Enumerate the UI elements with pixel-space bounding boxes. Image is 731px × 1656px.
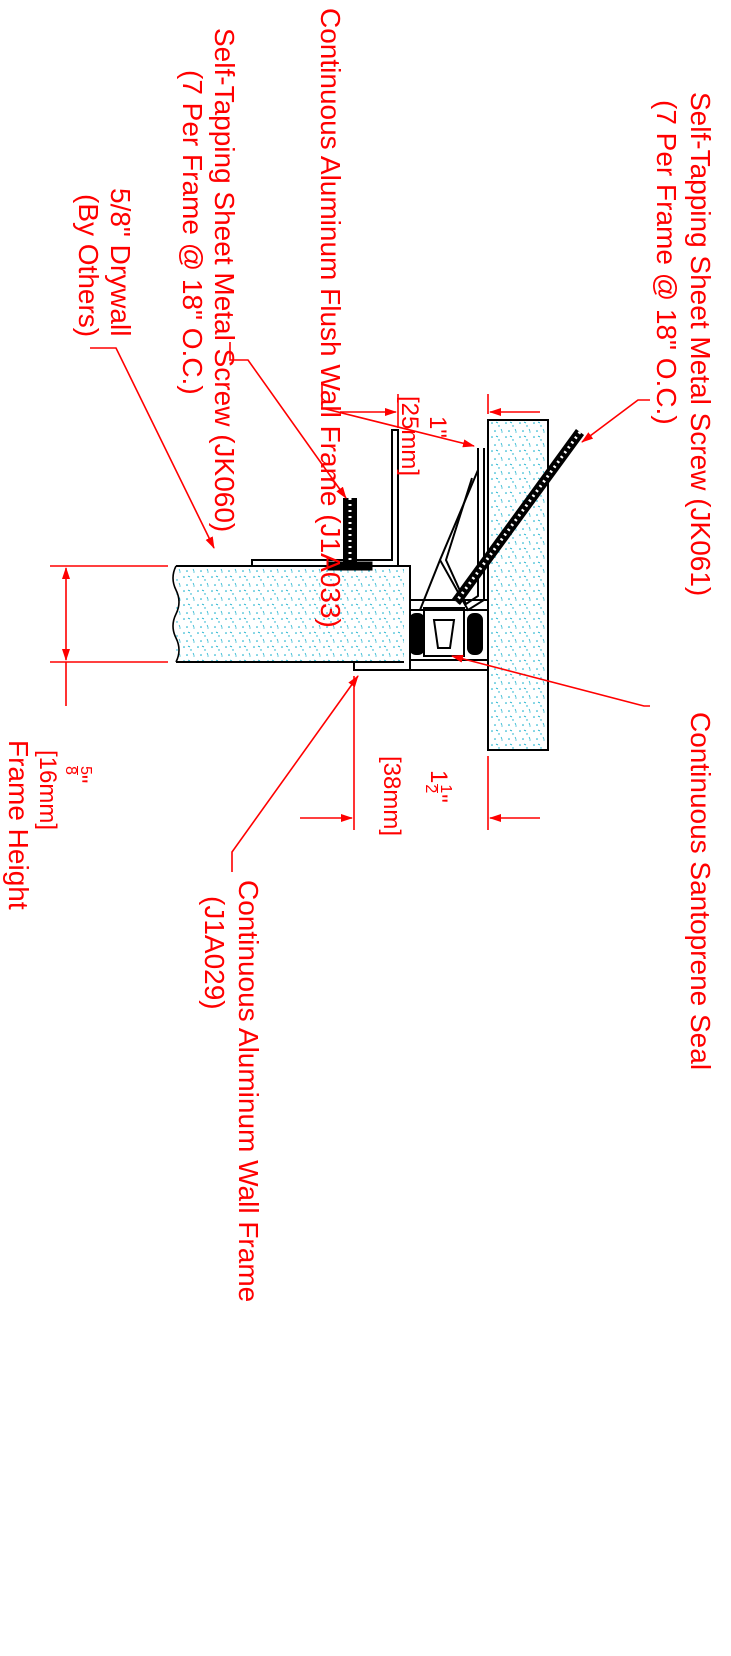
flush-wall-frame bbox=[419, 448, 485, 612]
label-drywall-line2: (By Others) bbox=[73, 194, 104, 338]
dim-1in-value: 1" bbox=[424, 416, 451, 438]
dim-1-1-2-denominator: 2 bbox=[422, 784, 439, 794]
dim-5-8-denominator: 8 bbox=[62, 766, 79, 775]
screw-jk061 bbox=[451, 429, 585, 605]
label-screw-jk061-line1: Self-Tapping Sheet Metal Screw (JK061) bbox=[685, 92, 716, 597]
leader-screw-jk060 bbox=[229, 342, 347, 499]
leader-seal bbox=[451, 654, 650, 707]
substrate-wall bbox=[487, 419, 549, 751]
angle-clip bbox=[251, 429, 399, 566]
dim-1-1-2-metric: [38mm] bbox=[378, 756, 405, 837]
dim-5-8-metric: [16mm] bbox=[34, 750, 61, 831]
dimension-1-1-2in bbox=[300, 676, 540, 830]
label-screw-jk061-line2: (7 Per Frame @ 18" O.C.) bbox=[651, 100, 682, 425]
dim-1in-metric: [25mm] bbox=[396, 396, 423, 477]
dim-5-8-numerator: 5 bbox=[77, 766, 94, 775]
label-screw-jk060-line1: Self-Tapping Sheet Metal Screw (JK060) bbox=[209, 28, 240, 533]
leader-screw-jk061 bbox=[581, 399, 650, 443]
label-flush-frame: Continuous Aluminum Flush Wall Frame (J1… bbox=[315, 8, 346, 628]
drywall-panel bbox=[172, 565, 404, 663]
dim-1-1-2-unit: " bbox=[425, 794, 453, 803]
label-screw-jk060-line2: (7 Per Frame @ 18" O.C.) bbox=[177, 70, 208, 395]
leader-flush-frame bbox=[321, 384, 475, 448]
dim-5-8-unit: " bbox=[65, 774, 93, 784]
screw-jk060 bbox=[327, 498, 373, 571]
santoprene-seal bbox=[409, 607, 483, 657]
dim-1-1-2-whole-digit: 1 bbox=[425, 770, 453, 784]
leader-wall-frame bbox=[231, 675, 359, 872]
label-wall-frame-line2: (J1A029) bbox=[199, 896, 230, 1010]
label-wall-frame-line1: Continuous Aluminum Wall Frame bbox=[233, 880, 264, 1303]
dim-1-1-2-numerator: 1 bbox=[437, 784, 454, 794]
label-santoprene-seal: Continuous Santoprene Seal bbox=[685, 712, 716, 1071]
label-drywall-line1: 5/8" Drywall bbox=[105, 188, 136, 337]
leader-drywall bbox=[90, 347, 215, 549]
label-frame-height: Frame Height bbox=[3, 740, 34, 910]
dimension-1in bbox=[340, 394, 540, 428]
dimension-5-8in bbox=[50, 565, 168, 706]
